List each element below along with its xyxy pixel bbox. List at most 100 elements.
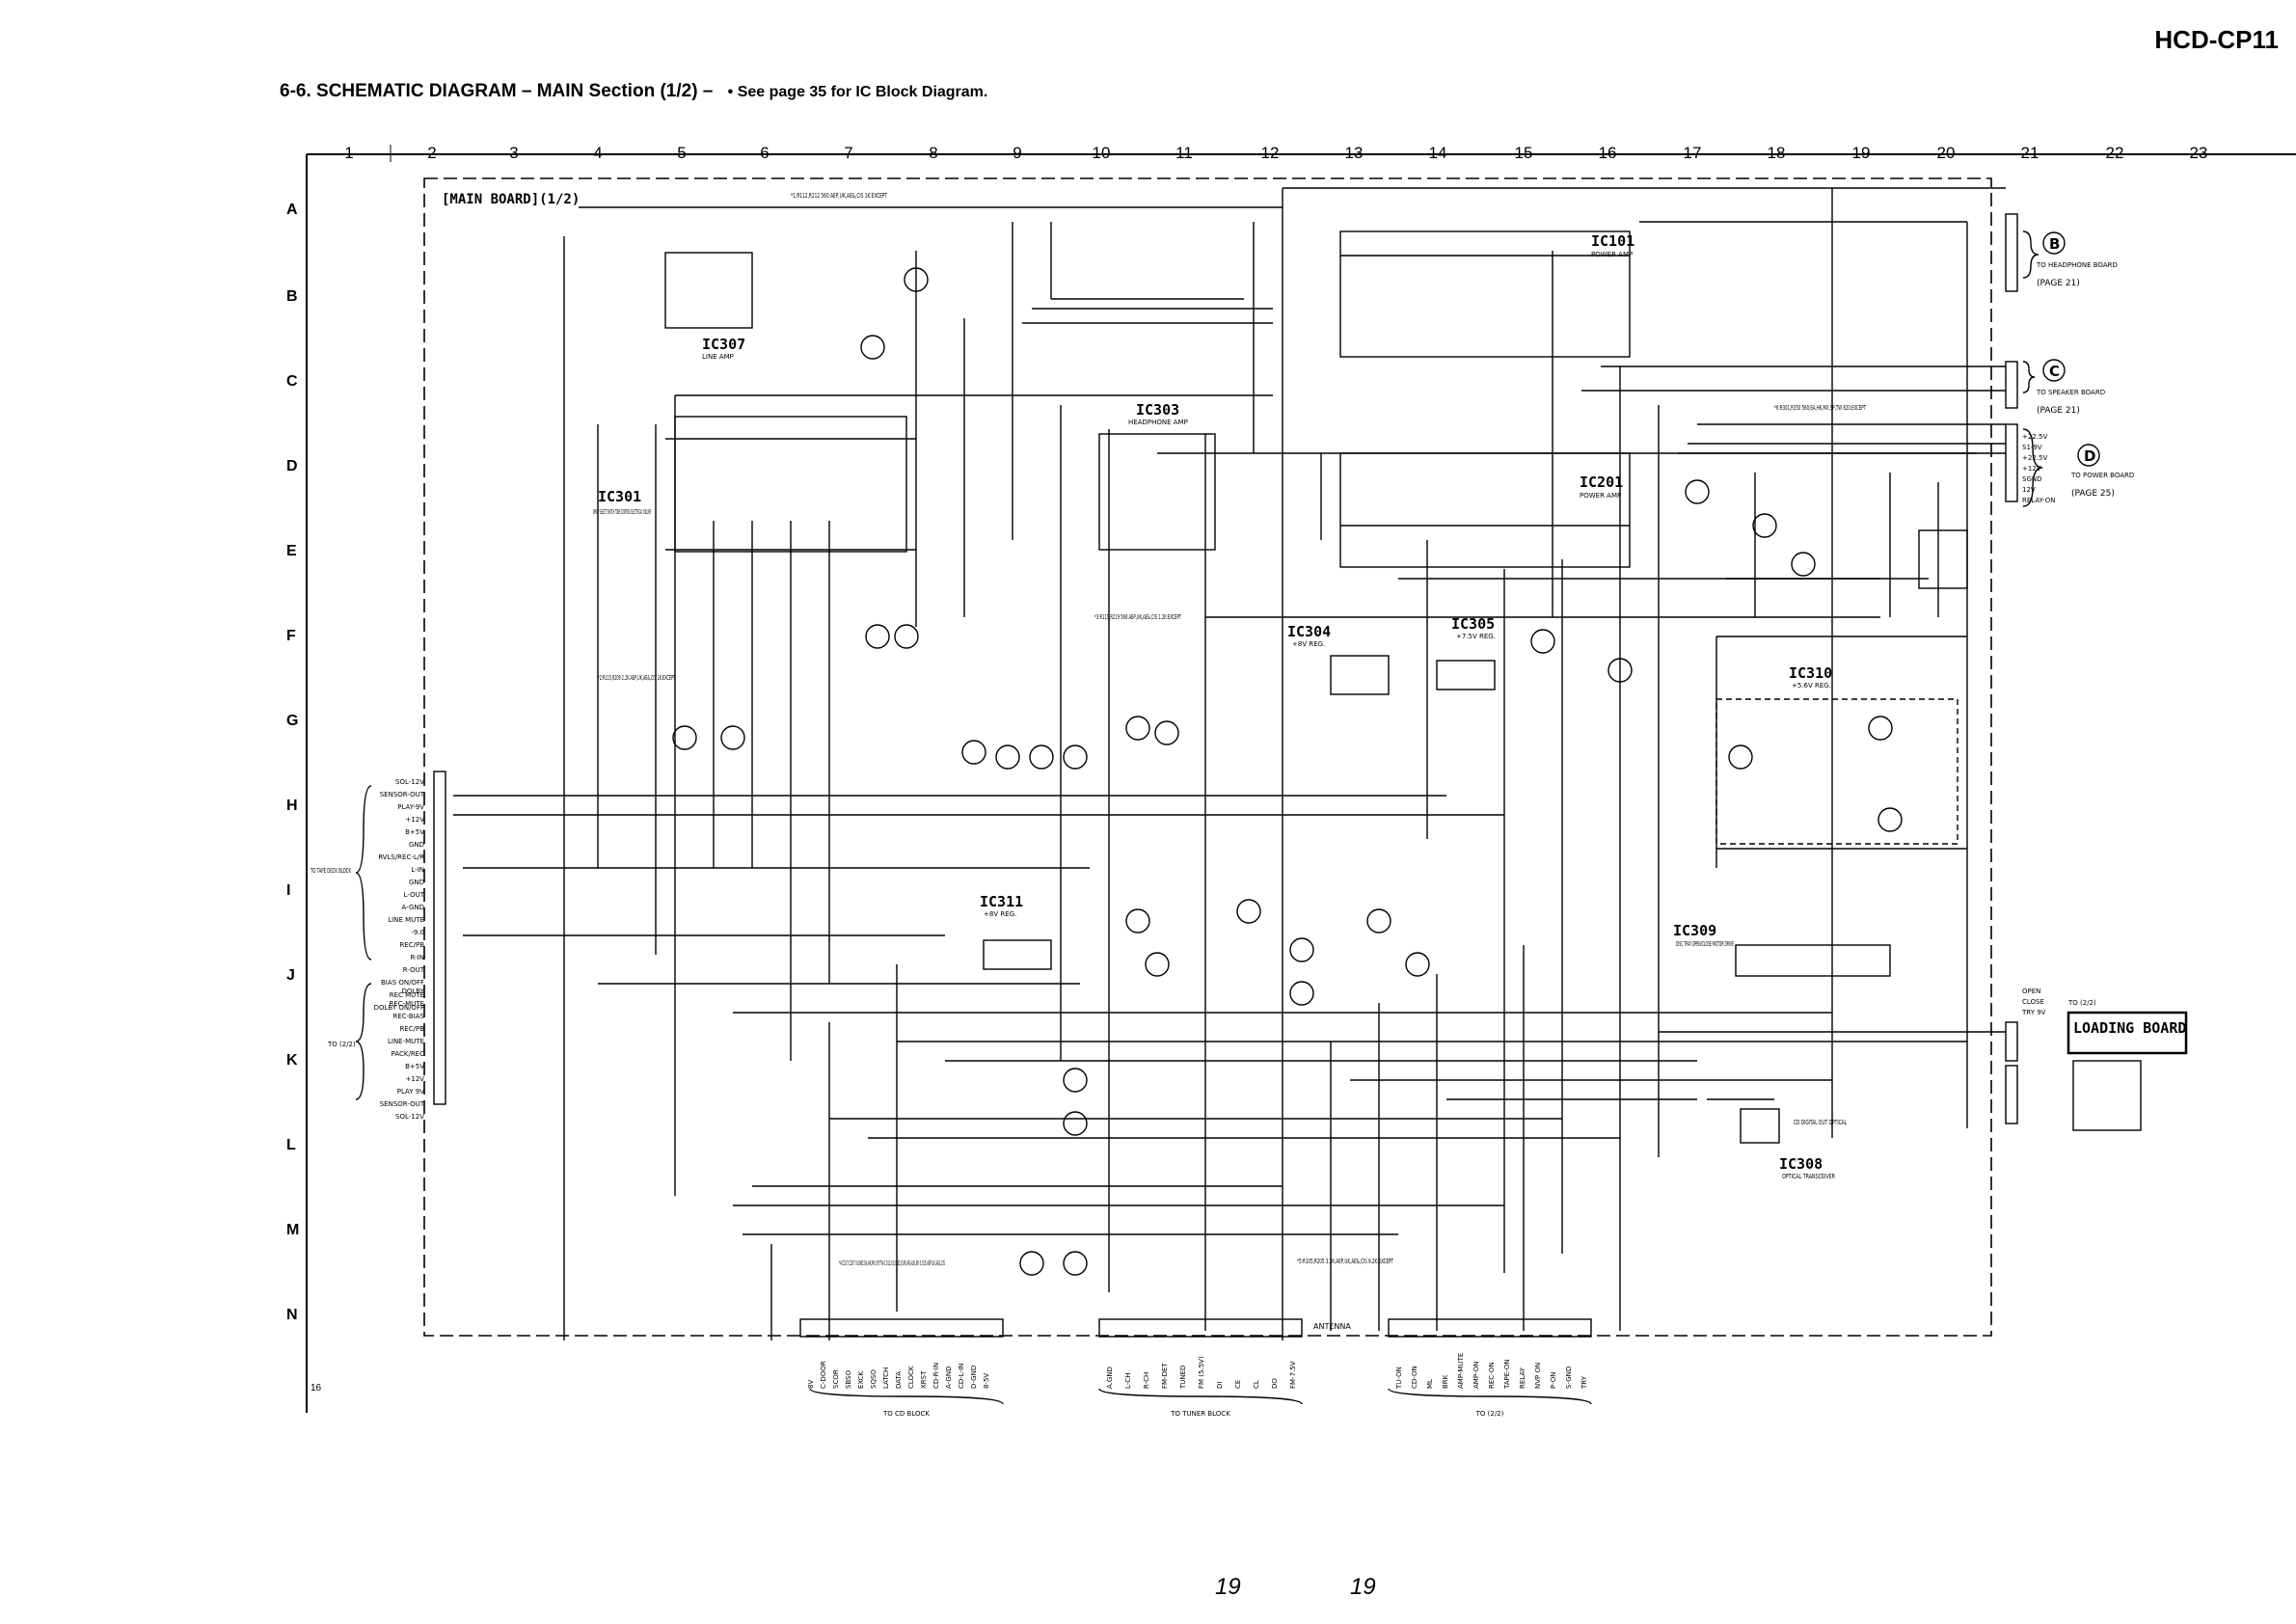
col-label: 1 bbox=[344, 144, 353, 162]
pin-22: AMP-MUTE bbox=[1457, 1353, 1465, 1389]
tape-pin: +12V bbox=[405, 816, 424, 824]
tape-pin: L-IN bbox=[411, 866, 424, 874]
row-label: E bbox=[286, 543, 297, 559]
ic303-desc: HEADPHONE AMP bbox=[1128, 419, 1188, 426]
deck-pin: REC-BIAS bbox=[392, 1013, 424, 1020]
pin-22: TAPE-ON bbox=[1503, 1359, 1511, 1390]
power-pin: RELAY-ON bbox=[2022, 497, 2056, 504]
ic308-desc: OPTICAL TRANSCEIVER bbox=[1782, 1173, 1835, 1180]
to-22-right: TO (2/2) bbox=[2067, 999, 2096, 1007]
page-number-left: 19 bbox=[1215, 1574, 1241, 1600]
column-labels: 1 2 3 4 5 6 7 8 9 10 11 12 13 14 15 16 1… bbox=[344, 144, 2207, 162]
bottom-pins-22: TU-ON CD-ON ML BRK AMP-MUTE AMP-ON REC-O… bbox=[1395, 1353, 1588, 1390]
power-pin: +22.5V bbox=[2022, 433, 2047, 441]
col-label: 22 bbox=[2106, 144, 2124, 162]
main-board-label: [MAIN BOARD](1/2) bbox=[442, 192, 580, 207]
cd-pin: EXCK bbox=[857, 1370, 865, 1389]
cd-pin: 8-5V bbox=[983, 1373, 990, 1389]
col-label: 17 bbox=[1684, 144, 1702, 162]
section-title: 6-6. SCHEMATIC DIAGRAM – MAIN Section (1… bbox=[280, 81, 987, 102]
power-pin: SGND bbox=[2022, 475, 2042, 483]
antenna-label: ANTENNA bbox=[1313, 1322, 1351, 1331]
conn-c-letter: C bbox=[2049, 363, 2060, 380]
cd-pin: 8V bbox=[807, 1380, 815, 1389]
cd-pin: SCOR bbox=[832, 1369, 840, 1389]
ic201-label: IC201 bbox=[1580, 474, 1623, 491]
ic311-desc: +8V REG. bbox=[984, 910, 1016, 918]
conn-c-text: TO SPEAKER BOARD bbox=[2036, 389, 2105, 396]
conn-d-text: TO POWER BOARD bbox=[2070, 472, 2134, 479]
col-label: 10 bbox=[1093, 144, 1111, 162]
ic309-desc: DISC TRAY OPEN/CLOSE MOTOR DRIVE bbox=[1676, 940, 1734, 948]
ic310-desc: +5.6V REG. bbox=[1792, 682, 1831, 690]
tape-pin: PLAY-9V bbox=[397, 803, 424, 811]
cd-pin: XRST bbox=[920, 1370, 928, 1389]
col-label: 5 bbox=[677, 144, 686, 162]
ic311-label: IC311 bbox=[980, 893, 1023, 910]
to-22-left: TO (2/2) bbox=[327, 1041, 356, 1048]
cd-pin: DATA bbox=[895, 1371, 903, 1389]
tape-pin: R-OUT bbox=[403, 966, 425, 974]
cd-pin: LATCH bbox=[882, 1367, 890, 1389]
tuner-pin: DO bbox=[1271, 1378, 1279, 1389]
to-cd-block: TO CD BLOCK bbox=[882, 1410, 930, 1418]
row-label: N bbox=[286, 1307, 298, 1323]
left-pins-upper: SOL-12V SENSOR-OUT PLAY-9V +12V B+5V GND… bbox=[374, 778, 425, 1012]
ic301-label: IC301 bbox=[598, 488, 641, 505]
tape-pin: R-IN bbox=[411, 954, 424, 961]
tuner-pin: TUNED bbox=[1179, 1366, 1187, 1390]
col-label: 8 bbox=[929, 144, 937, 162]
cd-pin: D-GND bbox=[970, 1366, 978, 1389]
row-label: F bbox=[286, 628, 296, 644]
row-label: J bbox=[286, 967, 295, 984]
row-label: B bbox=[286, 288, 298, 305]
to-tuner-block: TO TUNER BLOCK bbox=[1170, 1410, 1230, 1418]
cd-pin: C-DOOR bbox=[820, 1361, 827, 1389]
ic309-label: IC309 bbox=[1673, 922, 1716, 939]
corner-number: 16 bbox=[311, 1383, 322, 1394]
col-label: 13 bbox=[1345, 144, 1364, 162]
power-pin: +22.5V bbox=[2022, 454, 2047, 462]
conn-d-letter: D bbox=[2084, 447, 2095, 465]
note-5: *5:R105,R205 3.3K:AEP,UK,AE&,CIS 8.2K:EX… bbox=[1297, 1258, 1393, 1265]
bottom-pins-cd: 8V C-DOOR SCOR SBSO EXCK SQSO LATCH DATA… bbox=[807, 1361, 990, 1389]
col-label: 20 bbox=[1937, 144, 1956, 162]
ic304-label: IC304 bbox=[1287, 623, 1331, 640]
ic101-desc: POWER AMP bbox=[1591, 251, 1633, 258]
col-label: 16 bbox=[1599, 144, 1617, 162]
pin-22: BRK bbox=[1442, 1374, 1449, 1389]
ic304-desc: +8V REG. bbox=[1292, 640, 1325, 648]
note-6: *6:R301,R350 560:EA,HK,MX,SP,TW 820:EXCE… bbox=[1774, 404, 1866, 412]
pin-22: ML bbox=[1426, 1379, 1434, 1389]
tuner-pin: A.GND bbox=[1106, 1367, 1114, 1389]
tape-pin: B+5V bbox=[405, 828, 424, 836]
deck-pin: B+5V bbox=[405, 1063, 424, 1070]
tape-pin: L-OUT bbox=[404, 891, 425, 899]
tape-pin: REC MUTE bbox=[390, 991, 424, 999]
tuner-pin: DI bbox=[1216, 1382, 1224, 1389]
conn-b-text: TO HEADPHONE BOARD bbox=[2036, 261, 2118, 269]
section-title-text: 6-6. SCHEMATIC DIAGRAM – MAIN Section (1… bbox=[280, 81, 714, 101]
cd-pin: SQSO bbox=[870, 1369, 878, 1389]
deck-pin: LINE-MUTE bbox=[388, 1038, 424, 1045]
tape-pin: SENSOR-OUT bbox=[380, 791, 425, 798]
tape-pin: GND bbox=[409, 841, 424, 849]
pin-22: AMP-ON bbox=[1472, 1362, 1480, 1389]
tuner-pin: FM-DET bbox=[1161, 1363, 1169, 1389]
deck-pin: SOL-12V bbox=[395, 1113, 424, 1121]
col-label: 15 bbox=[1515, 144, 1533, 162]
row-label: G bbox=[286, 713, 298, 729]
tray-pin: TRY 9V bbox=[2021, 1009, 2046, 1016]
cd-pin: CD-R-IN bbox=[932, 1363, 940, 1389]
deck-pin: REC/PB bbox=[399, 1025, 424, 1033]
power-pin: 12V bbox=[2022, 486, 2036, 494]
row-label: A bbox=[286, 202, 298, 218]
deck-pin: PLAY 9V bbox=[397, 1088, 424, 1096]
page-number-right: 19 bbox=[1350, 1574, 1376, 1600]
to-tape-deck-label: TO TAPE DECK BLOCK bbox=[310, 867, 351, 875]
tuner-pin: CE bbox=[1234, 1380, 1242, 1389]
ic101-label: IC101 bbox=[1591, 232, 1634, 250]
ic307-label: IC307 bbox=[702, 336, 745, 353]
pin-22: S-GND bbox=[1565, 1367, 1573, 1389]
